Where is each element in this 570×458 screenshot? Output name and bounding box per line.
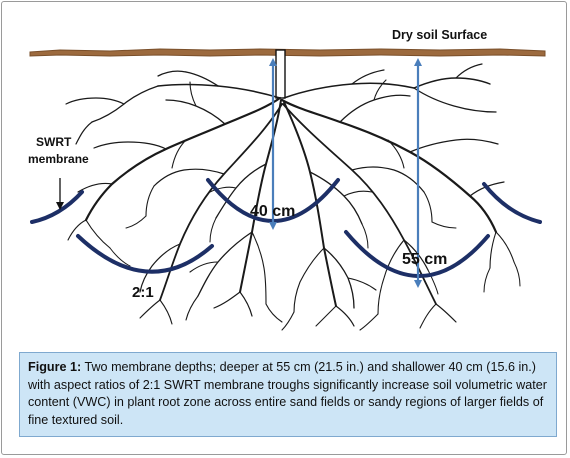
caption-text: Two membrane depths; deeper at 55 cm (21… [28, 360, 547, 427]
membrane-left-partial [30, 190, 84, 224]
membrane-right-partial [482, 182, 542, 224]
aspect-ratio-label: 2:1 [132, 284, 154, 301]
figure-number: Figure 1: [28, 360, 82, 374]
depth-label-40cm: 40 cm [250, 203, 295, 220]
plant-stem [275, 49, 286, 99]
surface-label: Dry soil Surface [392, 28, 487, 42]
figure-caption: Figure 1: Two membrane depths; deeper at… [19, 352, 557, 437]
membrane-troughs [30, 178, 542, 278]
root-zone-diagram: Dry soil Surface SWRT membrane 40 cm 55 … [28, 28, 546, 331]
soil-surface [29, 48, 546, 57]
swrt-label-line2: membrane [28, 152, 89, 166]
depth-label-55cm: 55 cm [402, 251, 447, 268]
membrane-shallow-left [76, 234, 214, 274]
swrt-label-line1: SWRT [36, 135, 72, 149]
